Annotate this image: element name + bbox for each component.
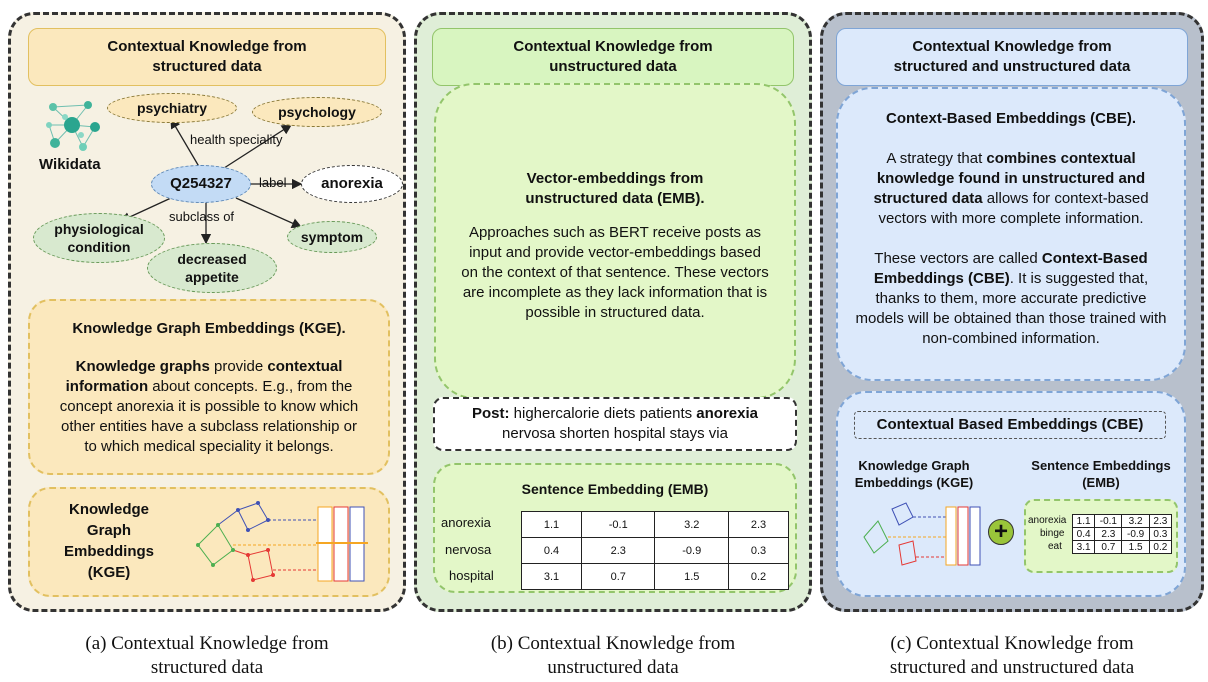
cbe-description-box: Context-Based Embeddings (CBE). A strate… bbox=[836, 87, 1186, 381]
row-label-hospital: hospital bbox=[449, 568, 494, 583]
emb-text: Approaches such as BERT receive posts as… bbox=[461, 224, 769, 321]
wikidata-network-icon bbox=[46, 101, 100, 151]
post-text: Post: highercalorie diets patients anore… bbox=[472, 405, 758, 442]
cbe-kge-illustration bbox=[863, 502, 981, 566]
edge-label-subclass-of: subclass of bbox=[169, 209, 235, 224]
sentence-embedding-title: Sentence Embedding (EMB) bbox=[521, 481, 709, 497]
sentence-embedding-box: Sentence Embedding (EMB) anorexia nervos… bbox=[433, 463, 797, 593]
row-label-nervosa: nervosa bbox=[445, 542, 492, 557]
panel-a-header: Contextual Knowledge from structured dat… bbox=[28, 28, 386, 86]
panel-a-header-line1: Contextual Knowledge from bbox=[107, 38, 307, 55]
kge-description-box: Knowledge Graph Embeddings (KGE). Knowle… bbox=[28, 299, 390, 475]
kge-text: Knowledge graphs provide contextual info… bbox=[59, 358, 359, 455]
wikidata-label: Wikidata bbox=[39, 156, 101, 173]
node-psychiatry: psychiatry bbox=[107, 93, 237, 123]
node-anorexia: anorexia bbox=[301, 165, 403, 203]
cbe-paragraph-1: A strategy that combines contextual know… bbox=[873, 150, 1149, 227]
node-q254327: Q254327 bbox=[151, 165, 251, 203]
panel-structured: Contextual Knowledge from structured dat… bbox=[8, 12, 406, 612]
cbe-title: Context-Based Embeddings (CBE). bbox=[885, 110, 1137, 127]
kge-title: Knowledge Graph Embeddings (KGE). bbox=[72, 320, 346, 337]
plus-icon: + bbox=[988, 519, 1014, 545]
row-label-binge: binge bbox=[1040, 528, 1065, 539]
cbe-emb-label: Sentence Embeddings(EMB) bbox=[1031, 458, 1171, 490]
node-psychology: psychology bbox=[252, 97, 382, 127]
edge-label-label: label bbox=[259, 175, 287, 190]
panel-a-header-line2: structured data bbox=[152, 58, 262, 75]
cbe-inner-title: Contextual Based Embeddings (CBE) bbox=[854, 411, 1166, 439]
cbe-combined-box: Contextual Based Embeddings (CBE) Knowle… bbox=[836, 391, 1186, 597]
row-label-eat: eat bbox=[1048, 541, 1062, 552]
row-label-anorexia: anorexia bbox=[1028, 515, 1067, 526]
kge-illustration bbox=[196, 501, 368, 582]
edge-label-health-speciality: health speciality bbox=[190, 132, 283, 147]
node-symptom: symptom bbox=[287, 221, 377, 253]
cbe-paragraph-2: These vectors are called Context-Based E… bbox=[855, 250, 1167, 347]
row-label-anorexia: anorexia bbox=[441, 515, 491, 530]
post-box: Post: highercalorie diets patients anore… bbox=[433, 397, 797, 451]
